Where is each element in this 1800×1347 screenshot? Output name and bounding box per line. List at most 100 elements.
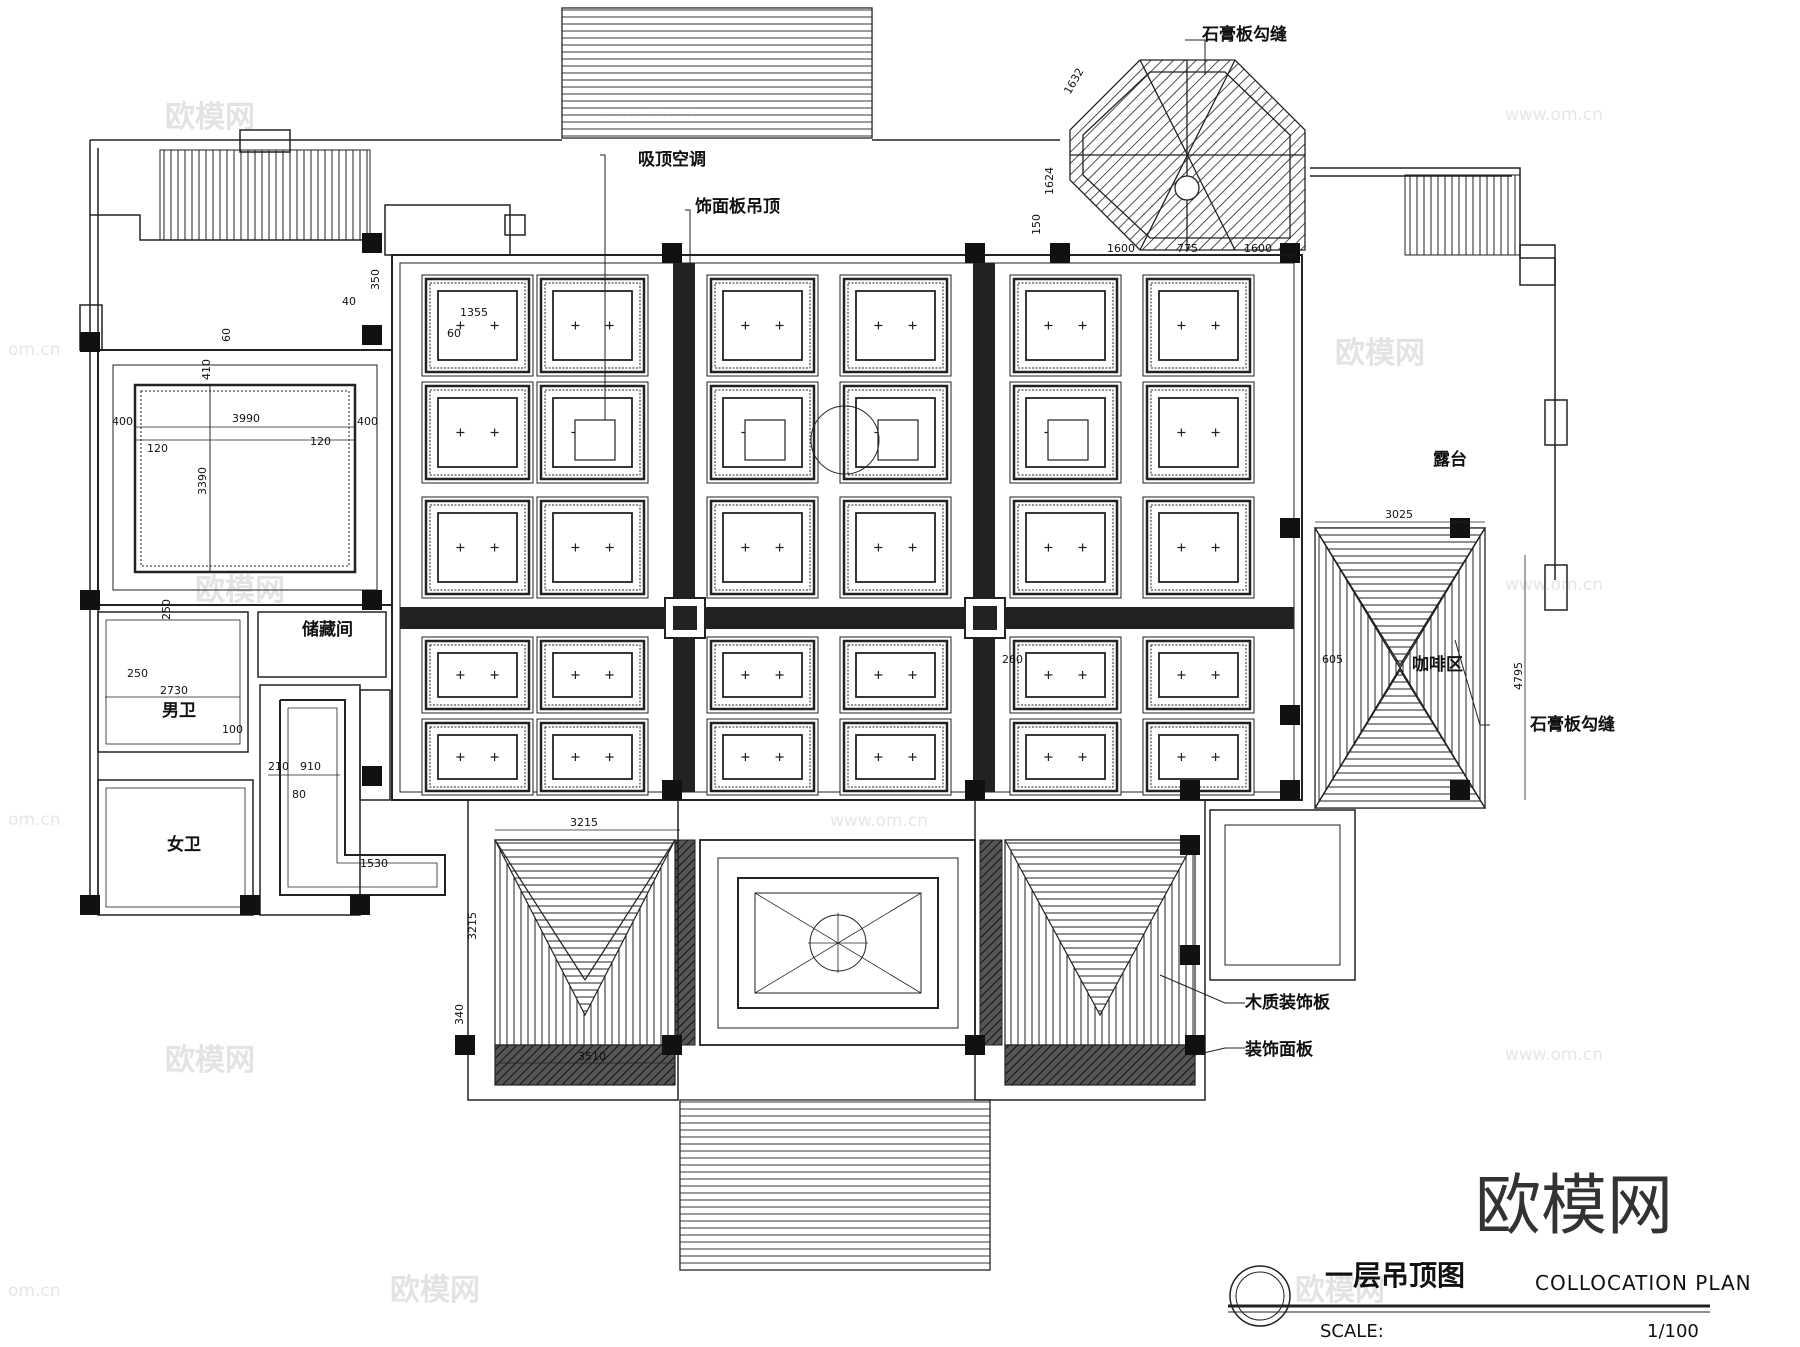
downlight-symbol (775, 671, 784, 679)
service-rooms (97, 611, 446, 916)
label-gypsum-joint-right: 石膏板勾缝 (1529, 714, 1615, 735)
left-porch-ceiling (494, 839, 676, 1086)
watermark: 欧模网 (1335, 336, 1425, 371)
dim-text: 1600 (1107, 242, 1135, 255)
dim-text: 40 (342, 295, 356, 308)
label-womens-toilet: 女卫 (167, 834, 201, 855)
downlight-symbol (1211, 428, 1220, 437)
downlight-symbol (1177, 321, 1186, 330)
dim-text: 4795 (1512, 662, 1525, 690)
bottom-stair (679, 1099, 991, 1271)
coffer-panel (1009, 496, 1122, 599)
coffer-panel (536, 274, 649, 377)
dim-text: 1624 (1043, 167, 1056, 195)
label-terrace: 露台 (1433, 449, 1467, 470)
coffer-panel (839, 381, 952, 484)
downlight-symbol (1211, 671, 1220, 679)
downlight-symbol (1078, 543, 1087, 552)
ceiling-ac-vent (574, 419, 616, 461)
dim-text: 910 (300, 760, 321, 773)
column (662, 780, 682, 800)
label-mens-toilet: 男卫 (162, 701, 196, 721)
label-gypsum-joint-top: 石膏板勾缝 (1201, 24, 1287, 45)
dim-text: 3215 (466, 912, 479, 940)
watermark: 欧模网 (165, 100, 255, 135)
lobby-ceiling (672, 839, 1003, 1046)
dimension-values: 3990 3390 1355 2730 910 1530 3215 3215 3… (112, 66, 1525, 1063)
downlight-symbol (1044, 543, 1053, 552)
downlight-symbol (775, 753, 784, 761)
dimension-lines (105, 254, 1526, 1064)
column (1180, 780, 1200, 800)
downlight-symbol (456, 321, 465, 330)
coffer-panel (839, 636, 952, 714)
coffer-panel (706, 274, 819, 377)
dim-text: 120 (147, 442, 168, 455)
coffer-panel (421, 381, 534, 484)
downlight-symbol (741, 543, 750, 552)
leader-lines (600, 39, 1490, 1056)
scale-value: 1/100 (1647, 1321, 1699, 1342)
brand-logo-text: 欧模网 (1475, 1167, 1673, 1244)
watermark: 欧模网 (1295, 1273, 1385, 1308)
downlight-symbol (571, 543, 580, 552)
coffer-panel (706, 496, 819, 599)
dim-text: 3215 (570, 816, 598, 829)
column (662, 243, 682, 263)
dim-text: 605 (1322, 653, 1343, 666)
downlight-symbol (490, 543, 499, 552)
downlight-symbol (456, 671, 465, 679)
downlight-symbol (1177, 671, 1186, 679)
left-room-ceiling (97, 349, 393, 606)
column (350, 895, 370, 915)
label-decor-face-panel: 装饰面板 (1244, 1039, 1314, 1060)
dim-text: 210 (268, 760, 289, 773)
coffer-panel (706, 636, 819, 714)
downlight-symbol (874, 753, 883, 761)
downlight-symbol (571, 753, 580, 761)
structural-columns (80, 233, 1470, 1055)
downlight-symbol (490, 428, 499, 437)
downlight-symbol (571, 671, 580, 679)
dim-text: 150 (1030, 214, 1043, 235)
coffer-panel (1009, 636, 1122, 714)
downlight-symbol (571, 321, 580, 330)
downlight-symbol (1177, 428, 1186, 437)
downlight-symbol (908, 671, 917, 679)
column (362, 766, 382, 786)
coffer-panel (421, 274, 534, 377)
drawing-title: 一层吊顶图 (1325, 1259, 1465, 1292)
dim-text: 80 (292, 788, 306, 801)
dim-text: 340 (453, 1004, 466, 1025)
coffer-panel (421, 636, 534, 714)
dim-text: 100 (222, 723, 243, 736)
downlight-symbol (456, 428, 465, 437)
coffer-panel (1142, 274, 1255, 377)
ceiling-coffers (421, 274, 1255, 796)
watermark-url: om.cn (8, 1281, 61, 1301)
downlight-symbol (1211, 321, 1220, 330)
watermark-url: om.cn (8, 810, 61, 830)
title-block: 一层吊顶图 COLLOCATION PLAN SCALE: 1/100 (1228, 1259, 1752, 1342)
watermark-url: www.om.cn (1505, 105, 1603, 125)
downlight-symbol (908, 753, 917, 761)
coffer-panel (536, 636, 649, 714)
coffer-panel (1142, 636, 1255, 714)
downlight-symbol (1177, 753, 1186, 761)
top-stair (561, 7, 873, 139)
downlight-symbol (1078, 321, 1087, 330)
ceiling-ac-vent (877, 419, 919, 461)
porch-outlines (467, 799, 1356, 1101)
drawing-title-en: COLLOCATION PLAN (1535, 1271, 1752, 1295)
watermark: 欧模网 (390, 1273, 480, 1308)
coffer-panel (1142, 381, 1255, 484)
downlight-symbol (605, 321, 614, 330)
dim-text: 3025 (1385, 508, 1413, 521)
downlight-symbol (490, 753, 499, 761)
column (362, 233, 382, 253)
downlight-symbol (1044, 753, 1053, 761)
downlight-symbol (1211, 753, 1220, 761)
downlight-symbol (908, 543, 917, 552)
dim-text: 3390 (196, 467, 209, 495)
dim-text: 350 (369, 269, 382, 290)
